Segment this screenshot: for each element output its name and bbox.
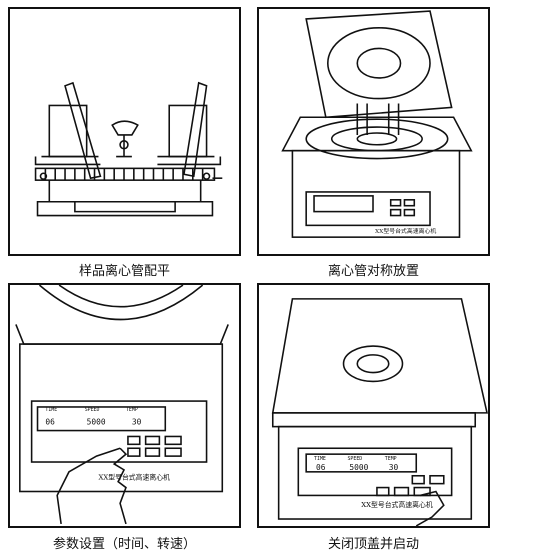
display-time: 06 (316, 463, 326, 472)
display-temp: 30 (389, 463, 399, 472)
hand-pointer-icon: TIME SPEED TEMP 06 5000 30 XX型号台式高速离心机 (15, 285, 229, 525)
balance-icon (34, 81, 223, 217)
display-speed: 5000 (349, 463, 368, 472)
brand-label: XX型号台式高速离心机 (361, 500, 433, 509)
display-speed: 5000 (87, 418, 106, 427)
step-panel-balance (8, 7, 241, 256)
display-time: 06 (45, 418, 55, 427)
step-caption-4: 关闭顶盖并启动 (327, 537, 419, 552)
step-panel-symmetric-placement: XX型号台式高速离心机 (257, 7, 490, 256)
step-caption-3: 参数设置（时间、转速） (52, 537, 196, 552)
svg-text:SPEED: SPEED (85, 407, 100, 413)
step-caption-2: 离心管对称放置 (327, 264, 419, 279)
svg-text:TIME: TIME (45, 407, 57, 413)
svg-text:SPEED: SPEED (347, 456, 362, 462)
svg-text:TEMP: TEMP (126, 407, 138, 413)
centrifuge-closed-lid-icon: TIME SPEED TEMP 06 5000 30 XX型号台式高速离心机 (271, 298, 488, 526)
brand-label: XX型号台式高速离心机 (375, 227, 436, 235)
brand-label: XX型号台式高速离心机 (98, 473, 170, 482)
step-panel-parameter-setting: TIME SPEED TEMP 06 5000 30 XX型号台式高速离心机 (8, 283, 241, 528)
display-temp: 30 (132, 418, 142, 427)
step-caption-1: 样品离心管配平 (78, 264, 170, 279)
svg-text:TIME: TIME (314, 456, 326, 462)
step-panel-close-and-start: TIME SPEED TEMP 06 5000 30 XX型号台式高速离心机 (257, 283, 490, 528)
centrifuge-open-lid-icon: XX型号台式高速离心机 (281, 10, 473, 238)
svg-text:TEMP: TEMP (385, 456, 397, 462)
